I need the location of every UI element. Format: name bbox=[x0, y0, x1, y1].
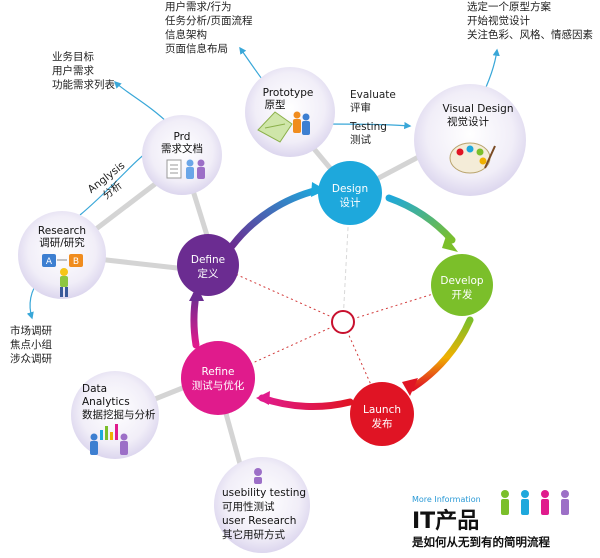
dashed-spokes bbox=[342, 189, 351, 323]
svg-text:其它用研方式: 其它用研方式 bbox=[222, 528, 285, 541]
svg-text:More Information: More Information bbox=[412, 495, 481, 504]
svg-text:用户需求: 用户需求 bbox=[52, 64, 94, 77]
visual-design-node[interactable]: Visual Design 视觉设计 bbox=[414, 84, 526, 196]
evaluate-note: Evaluate 评审 Testing 测试 bbox=[349, 89, 396, 146]
svg-text:Launch: Launch bbox=[363, 404, 401, 416]
svg-text:Testing: Testing bbox=[349, 121, 387, 133]
svg-text:B: B bbox=[73, 257, 79, 267]
svg-text:评审: 评审 bbox=[350, 101, 371, 114]
person-icon bbox=[60, 268, 68, 297]
prd-goals-note: 业务目标 用户需求 功能需求列表 bbox=[52, 50, 115, 91]
svg-text:信息架构: 信息架构 bbox=[165, 28, 207, 41]
svg-text:可用性测试: 可用性测试 bbox=[222, 500, 275, 513]
svg-text:功能需求列表: 功能需求列表 bbox=[52, 78, 115, 91]
svg-text:市场调研: 市场调研 bbox=[10, 324, 52, 337]
footer-branding: More Information IT产品 是如何从无到有的简明流程 bbox=[411, 490, 569, 549]
ab-test-icon: A B bbox=[42, 254, 83, 267]
svg-text:焦点小组: 焦点小组 bbox=[10, 338, 52, 351]
wireframe-map-icon bbox=[257, 111, 293, 143]
svg-text:页面信息布局: 页面信息布局 bbox=[165, 42, 228, 55]
people-icon bbox=[90, 433, 128, 455]
svg-text:Research: Research bbox=[38, 225, 86, 237]
svg-text:设计: 设计 bbox=[340, 196, 361, 209]
svg-text:Analytics: Analytics bbox=[82, 396, 130, 408]
svg-text:是如何从无到有的简明流程: 是如何从无到有的简明流程 bbox=[411, 535, 550, 549]
visual-tasks-note: 选定一个原型方案 开始视觉设计 关注色彩、风格、情感因素 bbox=[467, 0, 593, 41]
cycle-arcs bbox=[190, 186, 474, 411]
analysis-label: Anglysis 分析 bbox=[86, 159, 128, 201]
svg-text:数据挖掘与分析: 数据挖掘与分析 bbox=[82, 408, 156, 421]
svg-text:usebility testing: usebility testing bbox=[222, 487, 306, 499]
svg-text:Visual Design: Visual Design bbox=[443, 103, 514, 115]
svg-text:涉众调研: 涉众调研 bbox=[10, 352, 52, 365]
svg-text:Design: Design bbox=[332, 183, 368, 195]
svg-text:IT产品: IT产品 bbox=[412, 509, 479, 534]
center-ring bbox=[331, 310, 355, 334]
svg-text:关注色彩、风格、情感因素: 关注色彩、风格、情感因素 bbox=[467, 28, 593, 41]
research-methods-note: 市场调研 焦点小组 涉众调研 bbox=[10, 324, 52, 365]
refine-node[interactable]: Refine 测试与优化 bbox=[181, 341, 255, 415]
prd-node[interactable]: Prd 需求文档 bbox=[142, 115, 222, 195]
svg-text:测试与优化: 测试与优化 bbox=[192, 379, 245, 392]
usability-node[interactable]: usebility testing 可用性测试 user Research 其它… bbox=[214, 457, 310, 553]
svg-text:Prototype: Prototype bbox=[263, 87, 314, 99]
person-icon bbox=[254, 468, 262, 484]
bar-chart-icon bbox=[100, 424, 118, 440]
svg-text:业务目标: 业务目标 bbox=[52, 50, 94, 63]
svg-text:user Research: user Research bbox=[222, 515, 296, 527]
svg-text:选定一个原型方案: 选定一个原型方案 bbox=[467, 0, 551, 13]
svg-text:定义: 定义 bbox=[198, 267, 219, 280]
svg-text:Develop: Develop bbox=[440, 275, 484, 287]
svg-text:Refine: Refine bbox=[201, 366, 234, 378]
svg-text:调研/研究: 调研/研究 bbox=[39, 236, 85, 249]
define-node[interactable]: Define 定义 bbox=[177, 234, 239, 296]
develop-node[interactable]: Develop 开发 bbox=[431, 254, 493, 316]
document-icon bbox=[166, 159, 182, 179]
svg-text:任务分析/页面流程: 任务分析/页面流程 bbox=[165, 14, 253, 27]
people-row-icon bbox=[501, 490, 569, 515]
prototype-tasks-note: 用户需求/行为 任务分析/页面流程 信息架构 页面信息布局 bbox=[165, 0, 253, 55]
svg-text:Data: Data bbox=[82, 383, 107, 395]
data-analytics-node[interactable]: Data Analytics 数据挖掘与分析 bbox=[71, 371, 159, 459]
svg-text:A: A bbox=[46, 257, 53, 267]
prototype-node[interactable]: Prototype 原型 bbox=[245, 67, 335, 157]
svg-text:视觉设计: 视觉设计 bbox=[447, 115, 489, 128]
svg-text:需求文档: 需求文档 bbox=[161, 142, 203, 155]
launch-node[interactable]: Launch 发布 bbox=[350, 382, 414, 446]
svg-text:原型: 原型 bbox=[265, 98, 286, 111]
people-icon bbox=[293, 111, 310, 135]
svg-text:开发: 开发 bbox=[452, 288, 473, 301]
svg-text:开始视觉设计: 开始视觉设计 bbox=[467, 14, 530, 27]
palette-icon bbox=[449, 142, 496, 174]
design-node[interactable]: Design 设计 bbox=[318, 161, 382, 225]
svg-text:Prd: Prd bbox=[174, 131, 191, 143]
people-icon bbox=[186, 159, 205, 179]
research-node[interactable]: Research 调研/研究 A B bbox=[18, 211, 106, 299]
svg-text:用户需求/行为: 用户需求/行为 bbox=[165, 0, 232, 13]
svg-text:Define: Define bbox=[191, 254, 225, 266]
svg-text:发布: 发布 bbox=[372, 417, 393, 430]
svg-text:Evaluate: Evaluate bbox=[350, 89, 396, 101]
svg-text:测试: 测试 bbox=[350, 133, 371, 146]
